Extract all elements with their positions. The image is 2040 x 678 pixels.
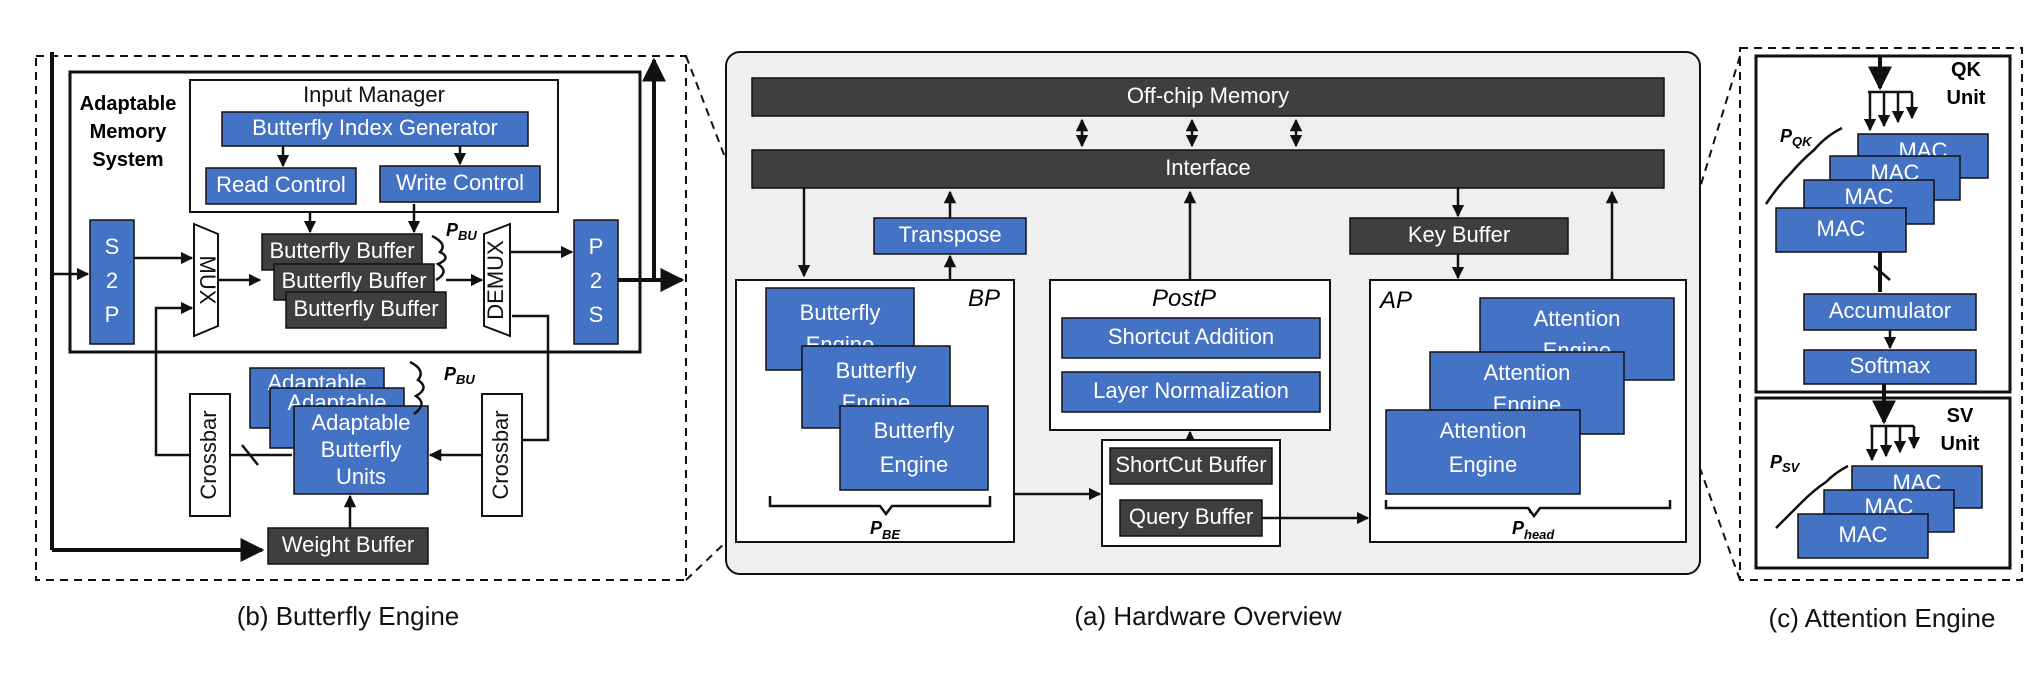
abu-label-3c: Units	[336, 464, 386, 489]
weight-buffer-label: Weight Buffer	[282, 532, 414, 557]
abu-label-3b: Butterfly	[321, 437, 402, 462]
p-bu-label-bottom: PBU	[444, 364, 475, 387]
postp-label: PostP	[1152, 285, 1216, 312]
s2p-block	[89, 219, 135, 345]
abu-label-3a: Adaptable	[311, 410, 410, 435]
attention-engine-label-3a: Attention	[1440, 418, 1527, 443]
zoom-connector-top-right	[1671, 55, 1741, 281]
attention-engine-panel: QK Unit MAC MAC MAC MAC PQK Accumulator …	[1739, 47, 2023, 633]
layer-normalization-block	[1061, 371, 1321, 413]
index-generator-block	[221, 111, 529, 147]
hardware-overview-panel: Off-chip Memory Interface BP Transpose B…	[725, 51, 1701, 631]
ams-label-2: Memory	[90, 121, 168, 143]
butterfly-engine-label-1a: Butterfly	[800, 300, 881, 325]
butterfly-buffer-label-1: Butterfly Buffer	[269, 238, 414, 263]
butterfly-engine-panel: Adaptable Memory System Input Manager Bu…	[35, 52, 687, 631]
crossbar-right-label: Crossbar	[488, 410, 513, 499]
sv-mac-label-3: MAC	[1839, 522, 1888, 547]
shortcut-buffer-label: ShortCut Buffer	[1115, 452, 1266, 477]
butterfly-buffer-label-3: Butterfly Buffer	[293, 296, 438, 321]
interface-label: Interface	[1165, 155, 1251, 180]
crossbar-left-label: Crossbar	[196, 410, 221, 499]
butterfly-buffer-block-3	[285, 291, 447, 329]
key-buffer-block	[1349, 217, 1569, 255]
crossbar-right	[481, 393, 523, 517]
adaptable-memory-system-box	[68, 70, 642, 354]
transpose-label: Transpose	[898, 222, 1001, 247]
shortcut-buffer-block	[1109, 447, 1273, 485]
ap-label: AP	[1378, 287, 1412, 314]
s2p-label-1: S	[105, 234, 120, 259]
butterfly-engine-label-3b: Engine	[880, 452, 949, 477]
p2s-label-3: S	[589, 302, 604, 327]
sv-unit-label-2: Unit	[1941, 433, 1980, 455]
s2p-label-2: 2	[106, 268, 118, 293]
butterfly-engine-label-2a: Butterfly	[836, 358, 917, 383]
p2s-block	[573, 219, 619, 345]
s2p-label-3: P	[105, 302, 120, 327]
mux-label: MUX	[195, 256, 220, 305]
p-be-label: PBE	[870, 518, 900, 542]
attention-engine-dashed-border	[1739, 47, 2023, 581]
attention-engine-label-2a: Attention	[1484, 360, 1571, 385]
read-control-block	[205, 167, 357, 205]
attention-engine-label-1a: Attention	[1534, 306, 1621, 331]
sv-mac-block-3	[1797, 513, 1929, 559]
weight-buffer-block	[267, 527, 429, 565]
input-manager-label: Input Manager	[303, 82, 445, 107]
butterfly-engine-label-3a: Butterfly	[874, 418, 955, 443]
p-sv-label: PSV	[1770, 452, 1801, 475]
p-bu-label-top: PBU	[446, 220, 477, 243]
butterfly-buffer-label-2: Butterfly Buffer	[281, 268, 426, 293]
interface-block	[751, 149, 1665, 189]
accumulator-block	[1803, 293, 1977, 331]
bp-label: BP	[968, 285, 1000, 312]
shortcut-addition-block	[1061, 317, 1321, 359]
p-head-label: Phead	[1512, 518, 1555, 542]
qk-mac-label-4: MAC	[1817, 216, 1866, 241]
softmax-block	[1803, 349, 1977, 385]
demux-label: DEMUX	[483, 240, 508, 320]
sv-unit-label-1: SV	[1947, 405, 1974, 427]
query-buffer-label: Query Buffer	[1129, 504, 1253, 529]
read-control-label: Read Control	[216, 172, 346, 197]
mux-block	[193, 222, 219, 338]
p2s-label-2: 2	[590, 268, 602, 293]
abu-block-3	[293, 405, 429, 495]
layer-normalization-label: Layer Normalization	[1093, 378, 1289, 403]
butterfly-engine-caption: (b) Butterfly Engine	[237, 601, 460, 631]
index-generator-label: Butterfly Index Generator	[252, 115, 498, 140]
accumulator-label: Accumulator	[1829, 298, 1951, 323]
qk-mac-label-3: MAC	[1845, 184, 1894, 209]
shortcut-addition-label: Shortcut Addition	[1108, 324, 1274, 349]
key-buffer-label: Key Buffer	[1408, 222, 1510, 247]
attention-engine-block-3	[1385, 409, 1581, 495]
offchip-memory-block	[751, 77, 1665, 117]
query-buffer-block	[1119, 499, 1263, 537]
demux-block	[483, 222, 511, 338]
attention-engine-label-3b: Engine	[1449, 452, 1518, 477]
write-control-label: Write Control	[396, 170, 524, 195]
butterfly-engine-block-3	[839, 405, 989, 491]
qk-mac-block-4	[1775, 207, 1907, 253]
hardware-overview-caption: (a) Hardware Overview	[1074, 601, 1342, 631]
p-head-prime: '	[1528, 507, 1532, 524]
write-control-block	[379, 165, 541, 203]
transpose-block	[873, 217, 1027, 255]
qk-unit-label-1: QK	[1951, 59, 1982, 81]
p-qk-label: PQK	[1780, 126, 1813, 149]
p2s-label-1: P	[589, 234, 604, 259]
attention-engine-caption: (c) Attention Engine	[1769, 603, 1996, 633]
offchip-memory-label: Off-chip Memory	[1127, 83, 1289, 108]
ams-label-1: Adaptable	[80, 93, 177, 115]
butterfly-engine-dashed-border	[35, 55, 687, 581]
softmax-label: Softmax	[1850, 353, 1931, 378]
qk-unit-label-2: Unit	[1947, 87, 1986, 109]
ams-label-3: System	[92, 149, 163, 171]
